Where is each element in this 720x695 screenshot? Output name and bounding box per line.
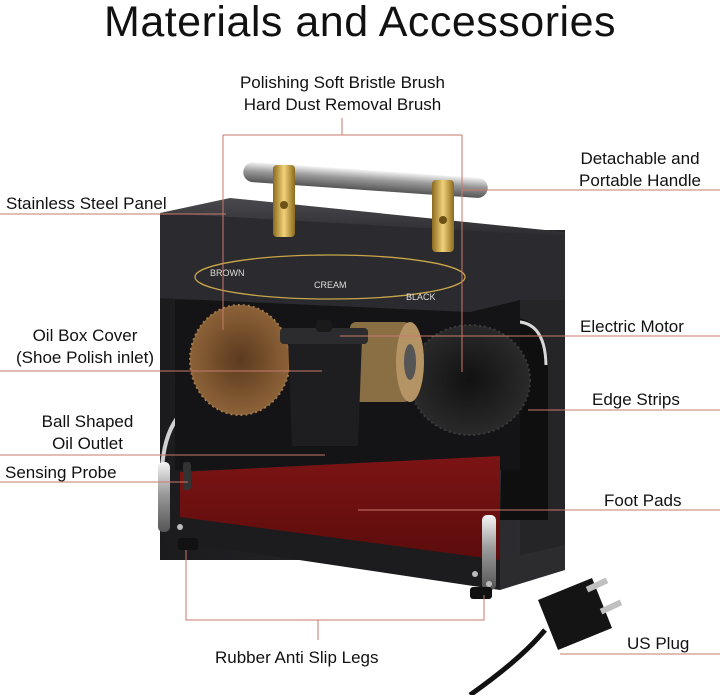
brushes xyxy=(189,304,531,436)
handle-label-line2: Portable Handle xyxy=(579,171,701,190)
foot-pads-label: Foot Pads xyxy=(604,491,682,510)
ball-outlet-label: Ball Shaped Oil Outlet xyxy=(25,411,150,455)
foot-pad xyxy=(180,456,500,560)
callout-lines xyxy=(0,118,720,655)
oilbox-label-line2: (Shoe Polish inlet) xyxy=(16,348,154,367)
ball-outlet-label-line1: Ball Shaped xyxy=(41,412,134,431)
oilbox-label-line1: Oil Box Cover xyxy=(32,326,138,345)
page-title: Materials and Accessories xyxy=(104,0,616,46)
brush-label-line2: Hard Dust Removal Brush xyxy=(243,95,442,114)
us-plug xyxy=(468,577,623,695)
panel-cream-label: CREAM xyxy=(314,280,347,290)
ball-outlet-label-line2: Oil Outlet xyxy=(52,434,123,453)
legs-label: Rubber Anti Slip Legs xyxy=(215,648,379,667)
edge-strips-label: Edge Strips xyxy=(592,390,680,409)
base xyxy=(158,462,565,599)
sensing-probe-label: Sensing Probe xyxy=(5,463,117,482)
stainless-steel-panel: BROWN CREAM BLACK xyxy=(160,198,565,312)
oilbox-label: Oil Box Cover (Shoe Polish inlet) xyxy=(0,325,170,369)
us-plug-label: US Plug xyxy=(627,634,690,653)
panel-brown-label: BROWN xyxy=(210,268,245,278)
panel-black-label: BLACK xyxy=(406,292,436,302)
panel-label: Stainless Steel Panel xyxy=(6,194,167,213)
brush-label-line1: Polishing Soft Bristle Brush xyxy=(239,73,446,92)
motor-label: Electric Motor xyxy=(580,317,684,336)
oil-box xyxy=(280,320,368,446)
handle-label-line1: Detachable and xyxy=(580,149,700,168)
handle-label: Detachable and Portable Handle xyxy=(560,148,720,192)
brush-label: Polishing Soft Bristle Brush Hard Dust R… xyxy=(210,72,475,116)
handle xyxy=(243,162,488,252)
